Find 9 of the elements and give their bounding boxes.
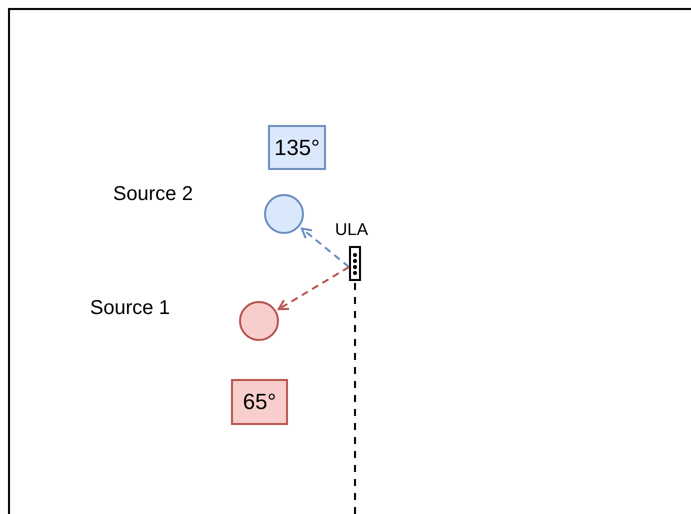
source-label: Source 2 [113,183,194,206]
array-label: ULA [335,220,368,240]
source-circle [239,301,279,341]
angle-box: 65° [231,379,288,425]
arrow [300,228,350,268]
angle-box: 135° [268,125,326,170]
source-circle [264,194,304,234]
source-label: Source 1 [90,297,170,320]
arrow [278,266,350,310]
